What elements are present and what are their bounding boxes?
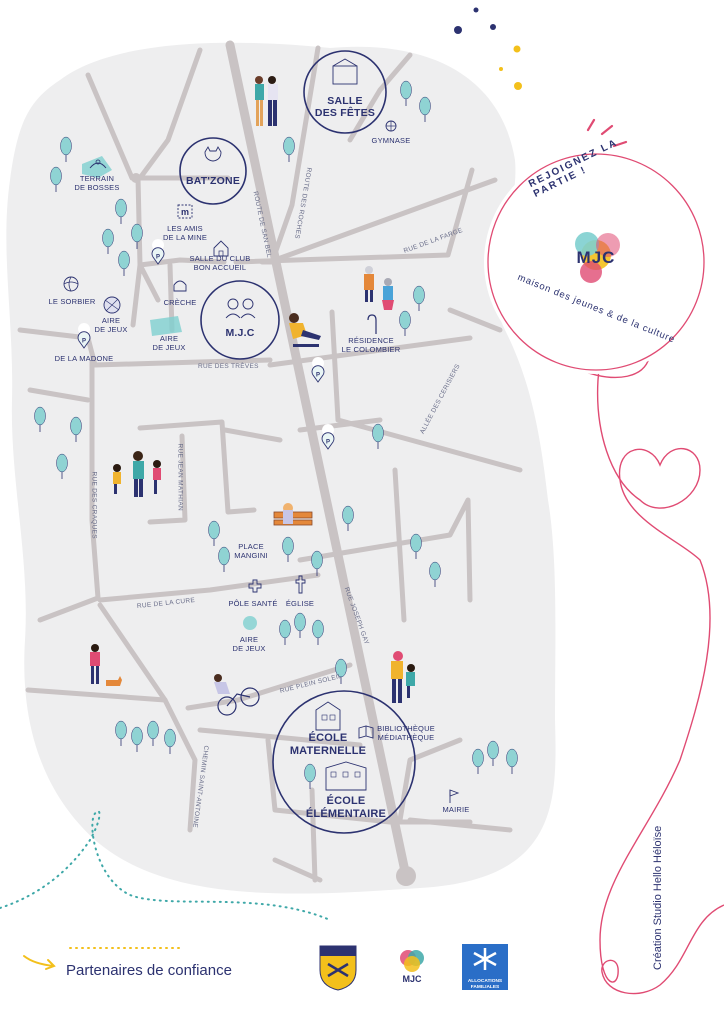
playground-ball-icon <box>103 296 121 314</box>
ball-icon <box>63 276 79 292</box>
skater-illustration <box>289 313 321 347</box>
partner-shield-logo <box>319 945 357 991</box>
dog-walker-illustration <box>90 644 122 686</box>
gymnase-label: GYMNASE <box>371 136 411 145</box>
house-icon <box>213 240 229 257</box>
mjc-circle[interactable] <box>200 280 280 360</box>
couple-illustration <box>255 76 278 126</box>
cane-icon <box>367 314 377 334</box>
church-cross-icon <box>295 575 306 594</box>
book-icon <box>358 725 374 739</box>
batzone-label: BAT'ZONE <box>185 175 241 187</box>
pole-sante-label: PÔLE SANTÉ <box>228 599 278 608</box>
partner-mjc-logo <box>400 950 424 972</box>
le-sorbier-label: LE SORBIER <box>48 297 96 306</box>
street-rue-des-craques: RUE DES CRAQUES <box>90 471 98 539</box>
crib-icon <box>173 280 187 292</box>
svg-text:m: m <box>181 207 189 217</box>
street-rue-des-treves: RUE DES TRÈVES <box>198 363 259 370</box>
playground-patches <box>82 156 257 630</box>
roundabout <box>131 173 141 183</box>
footer-decor <box>0 810 331 970</box>
road-end <box>396 866 416 886</box>
partner-mjc-text: MJC <box>402 974 422 984</box>
cyclist-illustration <box>214 674 260 716</box>
eglise-label: ÉGLISE <box>285 599 315 608</box>
bench-icon <box>273 503 313 526</box>
mairie-label: MAIRIE <box>442 805 470 814</box>
parent-child-illustration <box>391 651 415 703</box>
street-rue-jean-mathian: RUE JEAN MATHIAN <box>176 443 184 512</box>
bump-icon <box>89 159 107 169</box>
elderly-couple-illustration <box>364 266 394 310</box>
decorative-pink-line <box>559 320 724 995</box>
gymnasium-icon <box>385 120 397 132</box>
mjc-badge <box>484 118 708 374</box>
ecoles-circle[interactable] <box>272 690 416 834</box>
health-cross-icon <box>248 579 262 593</box>
mjc-label: M.J.C <box>225 327 255 339</box>
mine-icon: m <box>177 204 193 219</box>
batzone-circle[interactable] <box>179 137 247 205</box>
credit-text: Création Studio Hello Héloïse <box>652 825 664 970</box>
salle-des-fetes-circle[interactable] <box>303 50 387 134</box>
caf-snowflake-icon <box>473 948 497 970</box>
flag-icon <box>449 789 460 803</box>
badge-logo-text: MJC <box>576 248 616 267</box>
family-illustration <box>113 451 161 497</box>
confetti-dots <box>454 7 522 90</box>
creche-label: CRÈCHE <box>163 298 197 307</box>
partners-label: Partenaires de confiance <box>66 962 232 979</box>
de-la-madone-label: DE LA MADONE <box>54 354 114 363</box>
